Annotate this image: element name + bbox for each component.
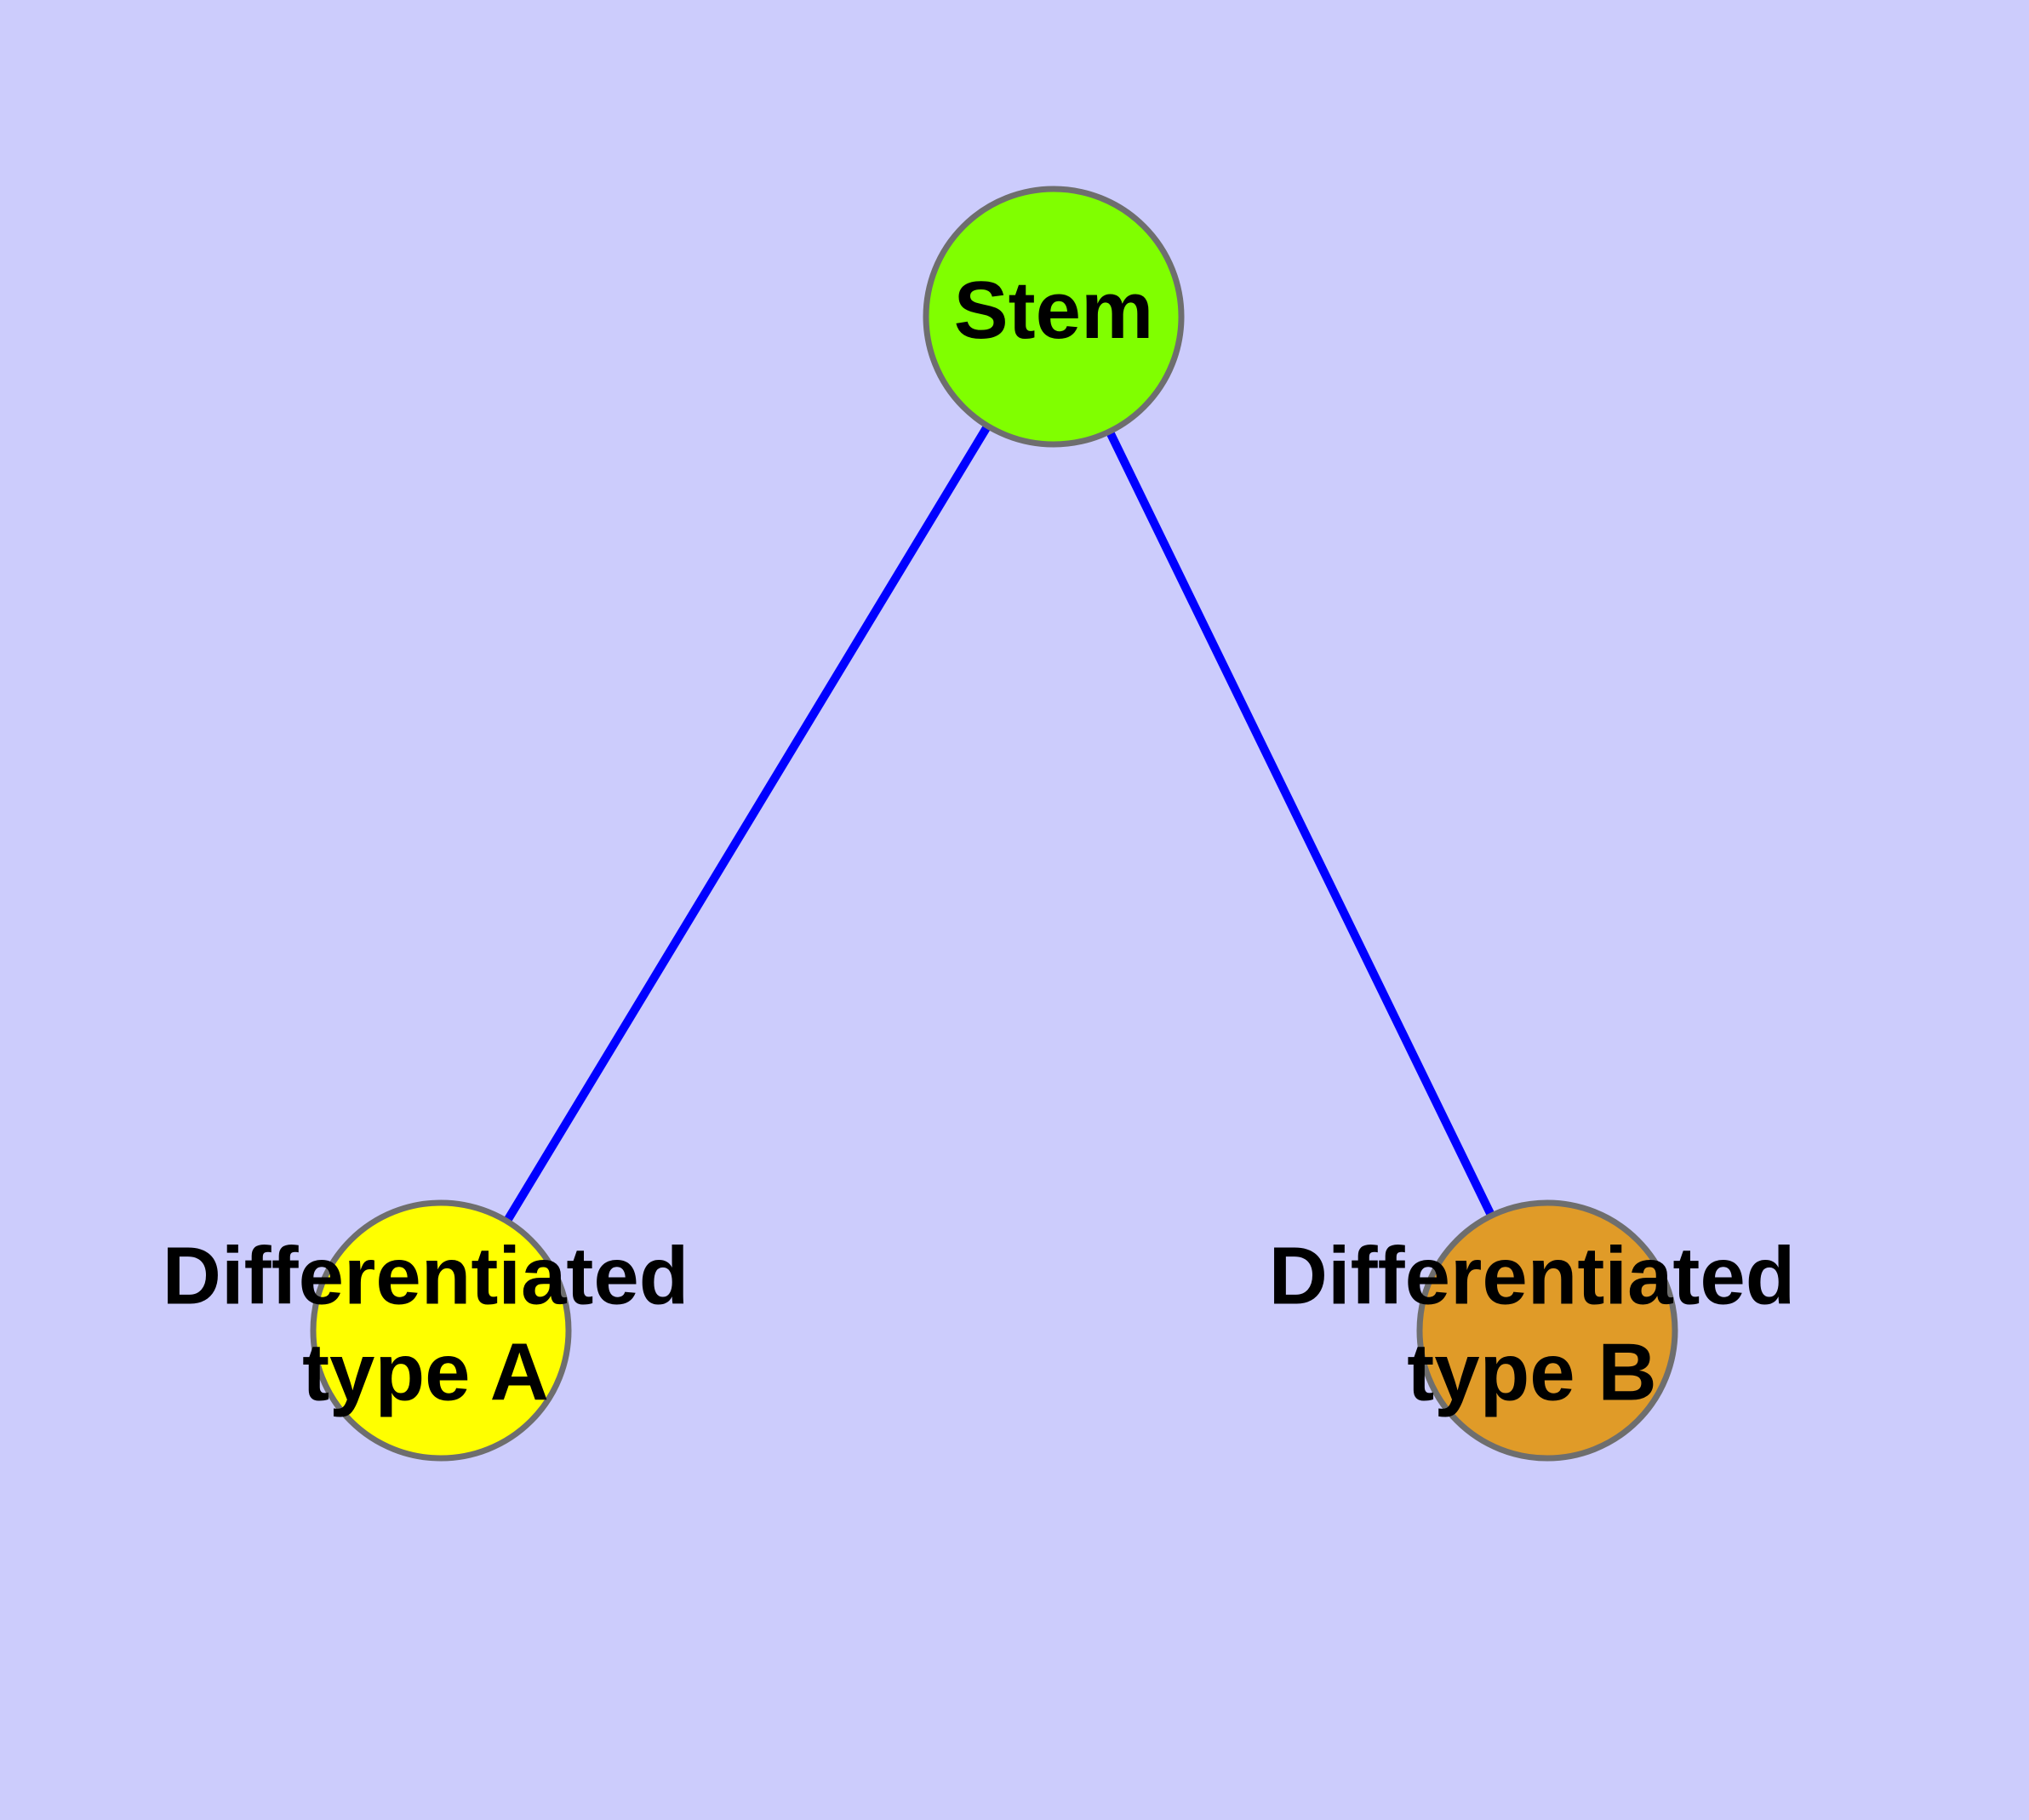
edge-stem-to-type-b[interactable] (1049, 314, 1552, 1333)
node-diff-type-b-circle[interactable] (1416, 1199, 1678, 1462)
edge-stem-to-type-a[interactable] (437, 314, 1058, 1333)
edge-layer (437, 314, 1552, 1333)
node-diff-type-b-label-line-1: type B (1407, 1327, 1656, 1418)
node-stem-label: Stem (954, 265, 1154, 356)
node-stem[interactable] (923, 186, 1185, 448)
node-diff-type-b-label-line-0: Differentiated (1269, 1231, 1796, 1322)
node-diff-type-a-label-line-0: Differentiated (163, 1231, 689, 1322)
node-diff-type-a[interactable] (310, 1199, 572, 1462)
node-diff-type-b[interactable] (1416, 1199, 1678, 1462)
node-diff-type-a-label-line-1: type A (302, 1327, 549, 1418)
node-stem-label-line-0: Stem (954, 265, 1154, 356)
node-diff-type-a-circle[interactable] (310, 1199, 572, 1462)
node-stem-circle[interactable] (923, 186, 1185, 448)
node-layer (310, 186, 1678, 1462)
